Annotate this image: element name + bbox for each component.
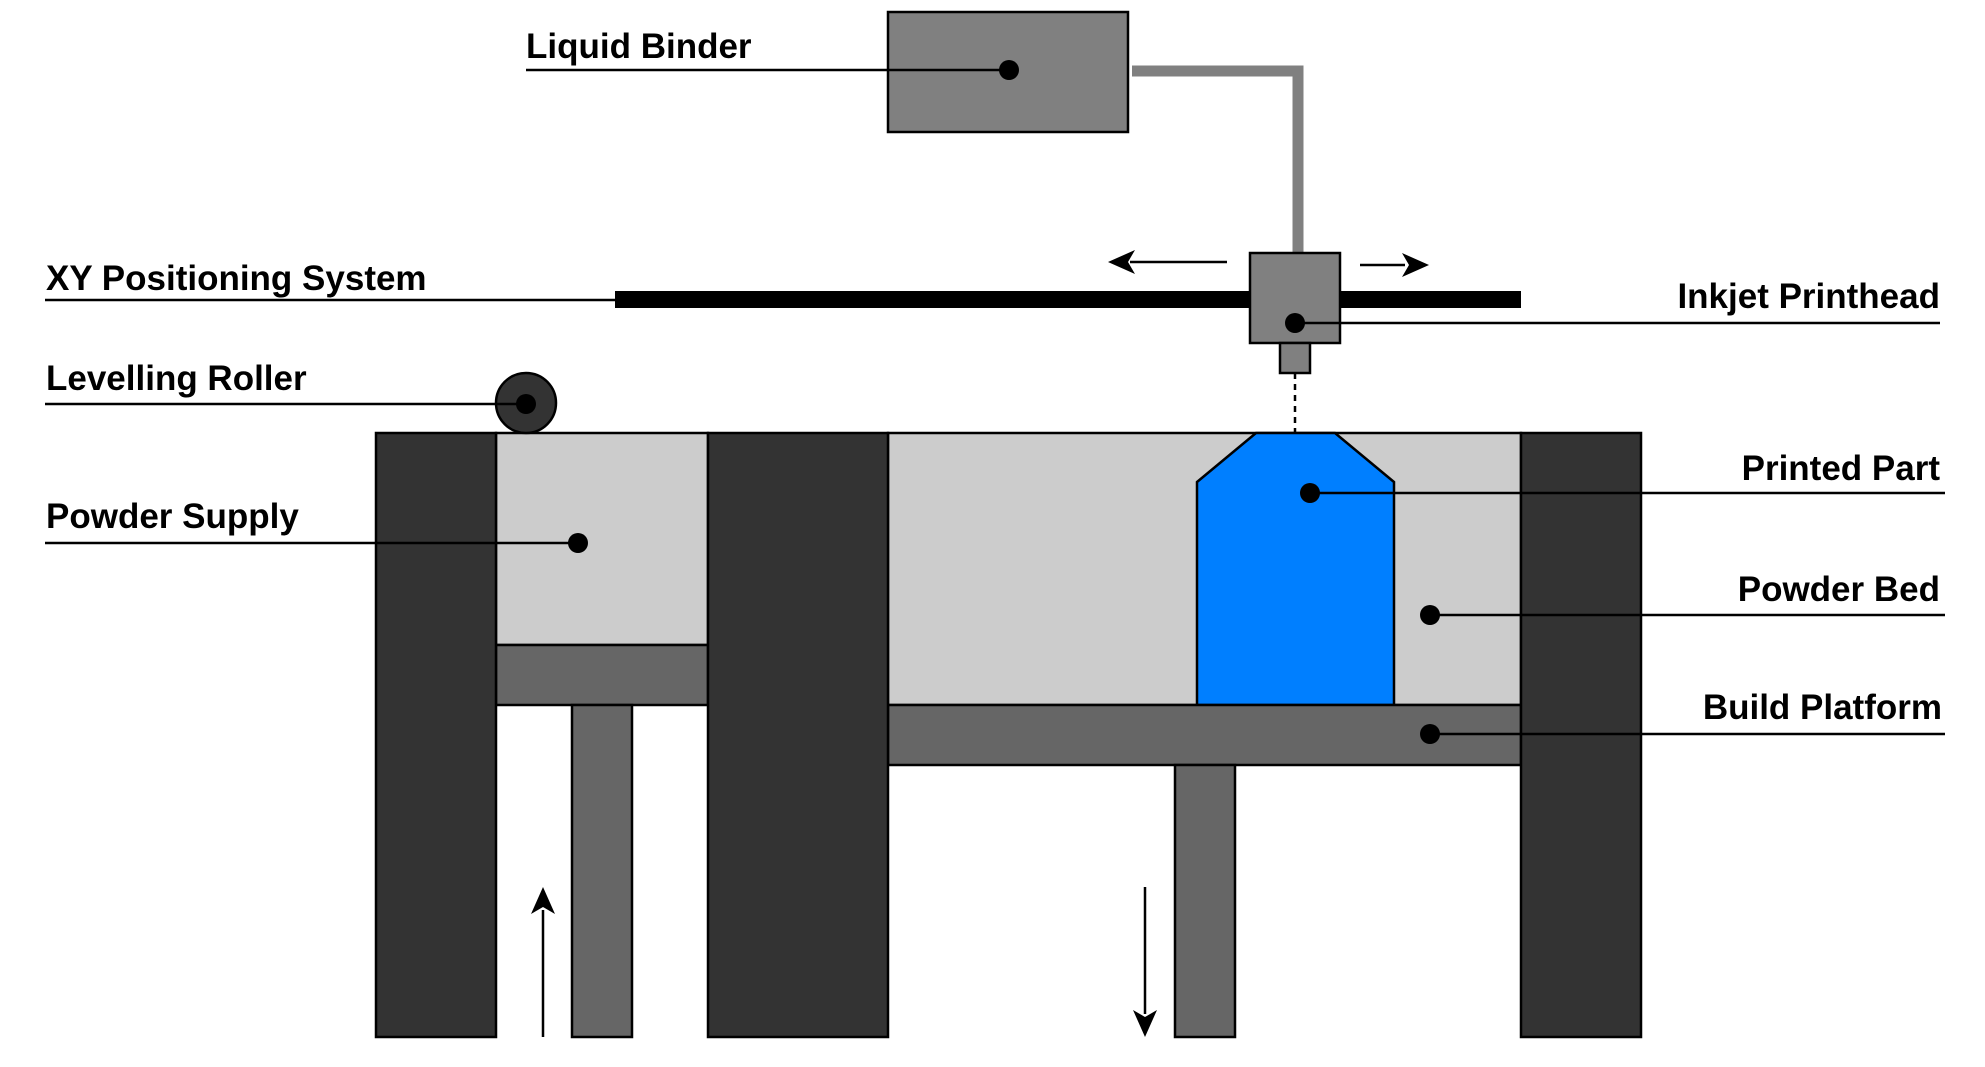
- supply-piston: [570, 703, 634, 1039]
- leader-dot-printed-part: [1300, 483, 1320, 503]
- supply-platform: [494, 643, 710, 707]
- printhead-nozzle: [1278, 341, 1312, 375]
- leader-dot-powder-bed: [1420, 605, 1440, 625]
- label-xy-positioning-system: XY Positioning System: [46, 259, 427, 298]
- build-piston: [1173, 763, 1237, 1039]
- label-inkjet-printhead: Inkjet Printhead: [1677, 277, 1940, 316]
- binder-feed-pipe: [1132, 65, 1304, 254]
- label-build-platform: Build Platform: [1703, 688, 1942, 727]
- leader-dot-powder-supply: [568, 533, 588, 553]
- printed-part: [1195, 431, 1396, 707]
- powder-supply-powder: [494, 431, 710, 647]
- leader-lines: [45, 68, 1945, 736]
- label-powder-supply: Powder Supply: [46, 497, 299, 536]
- leader-dot-liquid-binder: [999, 60, 1019, 80]
- left-wall: [374, 431, 498, 1039]
- leader-dot-build-platform: [1420, 724, 1440, 744]
- supply-up-arrow: [531, 887, 555, 1037]
- xy-positioning-rail: [615, 291, 1521, 308]
- middle-wall: [706, 431, 890, 1039]
- printhead-motion-arrows: [1108, 250, 1429, 277]
- leader-dot-levelling-roller: [516, 394, 536, 414]
- build-down-arrow: [1133, 887, 1157, 1037]
- leader-dots: [516, 60, 1440, 744]
- label-printed-part: Printed Part: [1742, 449, 1941, 488]
- label-powder-bed: Powder Bed: [1738, 570, 1940, 609]
- label-levelling-roller: Levelling Roller: [46, 359, 307, 398]
- label-liquid-binder: Liquid Binder: [526, 27, 752, 66]
- leader-dot-inkjet-printhead: [1285, 313, 1305, 333]
